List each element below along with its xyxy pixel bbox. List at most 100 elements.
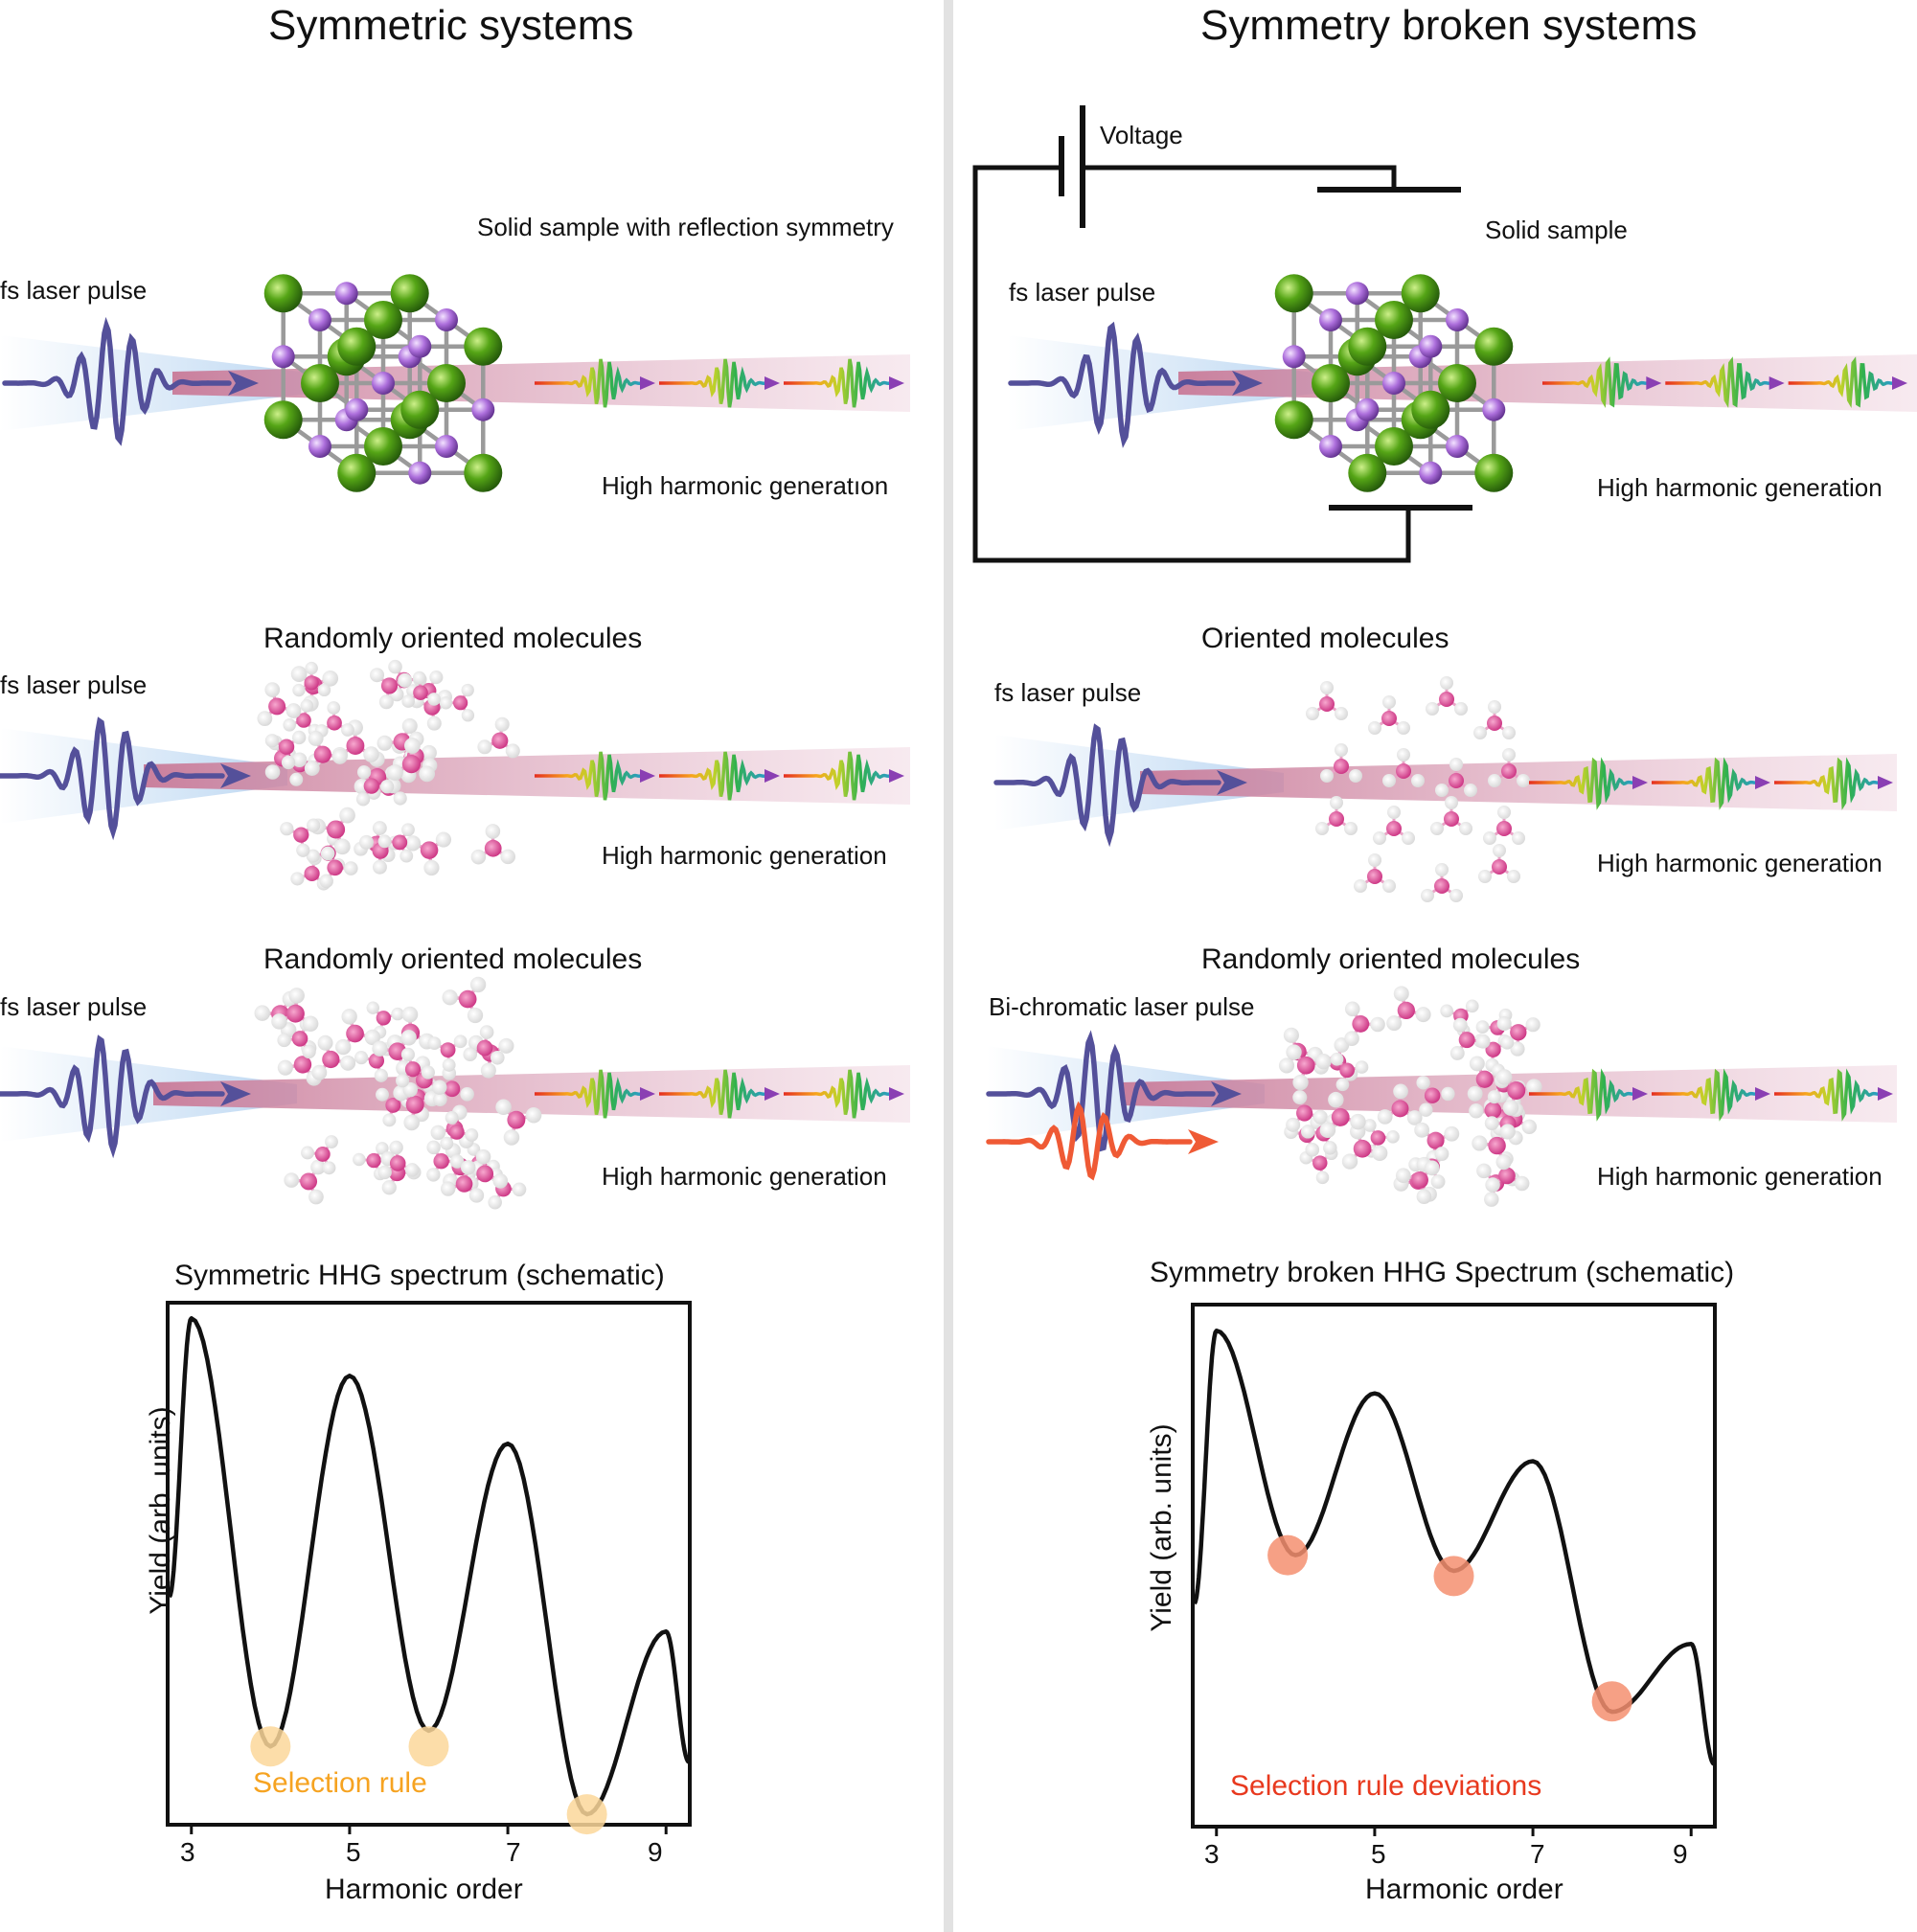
molecule xyxy=(401,671,441,708)
pulse-arrowhead xyxy=(220,763,251,788)
circuit-wire xyxy=(972,165,1411,563)
hydrogen-atom xyxy=(1397,721,1410,735)
hydrogen-atom xyxy=(468,1188,485,1203)
hydrogen-atom xyxy=(440,1136,454,1150)
green-atom xyxy=(1401,274,1440,313)
molecule xyxy=(264,730,307,770)
hydrogen-atom xyxy=(372,859,387,875)
molecule xyxy=(1395,1160,1440,1205)
right-row3-caption: Randomly oriented molecules xyxy=(1201,943,1581,975)
molecule-center-atom xyxy=(1496,821,1512,836)
left-row2-pulse xyxy=(0,716,251,841)
selection-marker xyxy=(250,1726,291,1767)
molecule-center-atom xyxy=(1352,1015,1370,1033)
hydrogen-atom xyxy=(1306,707,1319,720)
green-atom xyxy=(1375,301,1413,339)
oriented-molecule xyxy=(1306,681,1348,720)
left-row2-scene xyxy=(0,659,910,891)
hydrogen-atom xyxy=(302,1015,319,1033)
molecule-center-atom xyxy=(286,1004,305,1023)
molecule-center-atom xyxy=(368,1053,385,1069)
harmonic-wave xyxy=(784,751,893,801)
plot-frame xyxy=(166,1301,692,1827)
hydrogen-atom xyxy=(1355,1060,1369,1074)
green-atom xyxy=(337,453,377,492)
hydrogen-atom xyxy=(1344,1031,1359,1046)
hydrogen-atom xyxy=(1469,1056,1485,1072)
molecule xyxy=(1330,1052,1369,1092)
hydrogen-atom xyxy=(1395,1168,1411,1184)
molecule-center-atom xyxy=(1487,716,1502,731)
harmonic-wave xyxy=(535,358,644,408)
molecule-center-atom xyxy=(1331,1107,1350,1126)
purple-atom xyxy=(435,308,458,331)
harmonic-arrowhead xyxy=(1632,1087,1648,1101)
molecule xyxy=(277,1017,316,1059)
molecule xyxy=(257,682,302,727)
green-atom xyxy=(464,453,503,492)
hydrogen-atom xyxy=(401,694,416,708)
left-tick-label: 9 xyxy=(648,1837,663,1867)
hydrogen-atom xyxy=(277,1033,291,1048)
hydrogen-atom xyxy=(308,1189,324,1205)
harmonic-arrowhead xyxy=(1646,376,1662,390)
molecule xyxy=(377,1140,420,1180)
oriented-molecule xyxy=(1473,700,1516,739)
hydrogen-atom xyxy=(292,683,306,697)
right-column-title: Symmetry broken systems xyxy=(1200,2,1698,49)
harmonic-arrowhead xyxy=(640,769,655,783)
right-row3-harmonics xyxy=(1529,1068,1893,1122)
hydrogen-atom xyxy=(381,1180,397,1195)
molecule-center-atom xyxy=(1434,878,1449,894)
molecule xyxy=(387,738,436,783)
hydrogen-atom xyxy=(1440,1004,1453,1018)
hydrogen-atom xyxy=(427,1036,442,1051)
molecule-center-atom xyxy=(1296,1056,1315,1075)
hydrogen-atom xyxy=(257,711,273,727)
oriented-molecule xyxy=(1478,844,1520,883)
hydrogen-atom xyxy=(1467,1085,1483,1102)
purple-atom xyxy=(1382,372,1405,395)
molecule-center-atom xyxy=(1312,1155,1328,1171)
hydrogen-atom xyxy=(485,824,501,839)
molecule xyxy=(1344,1001,1385,1046)
hydrogen-atom xyxy=(412,671,426,685)
molecule-center-atom xyxy=(1319,696,1335,712)
hydrogen-atom xyxy=(363,746,379,762)
molecule-center-atom xyxy=(291,1031,308,1047)
hydrogen-atom xyxy=(1386,1130,1400,1144)
molecule xyxy=(488,1168,527,1210)
hydrogen-atom xyxy=(1386,1015,1403,1032)
oriented-molecule xyxy=(1435,758,1477,797)
green-atom xyxy=(301,364,339,402)
molecule-center-atom xyxy=(1439,692,1454,707)
hydrogen-atom xyxy=(1510,1041,1525,1057)
right-tick-label: 7 xyxy=(1530,1839,1545,1869)
harmonic-wave xyxy=(659,751,768,801)
hydrogen-atom xyxy=(1363,1119,1377,1132)
hydrogen-atom xyxy=(400,1047,415,1061)
molecule-center-atom xyxy=(476,1039,493,1057)
molecule-center-atom xyxy=(1475,1070,1494,1088)
hydrogen-atom xyxy=(344,861,358,875)
hydrogen-atom xyxy=(1382,774,1396,787)
hydrogen-atom xyxy=(319,874,333,889)
green-atom xyxy=(1438,364,1476,402)
hydrogen-atom xyxy=(505,743,520,759)
hydrogen-atom xyxy=(1320,769,1334,783)
hydrogen-atom xyxy=(1465,999,1479,1013)
left-tick-label: 5 xyxy=(346,1837,361,1867)
hydrogen-atom xyxy=(1278,1057,1295,1074)
oriented-molecule xyxy=(1483,806,1525,845)
hydrogen-atom xyxy=(341,1009,357,1025)
green-atom xyxy=(427,364,466,402)
hydrogen-atom xyxy=(1430,1174,1446,1190)
right-row1-scene xyxy=(1008,274,1917,492)
molecule-center-atom xyxy=(1485,1041,1501,1057)
hydrogen-atom xyxy=(453,1034,468,1049)
hydrogen-atom xyxy=(1350,1113,1366,1130)
purple-atom xyxy=(471,398,495,421)
left-column-title: Symmetric systems xyxy=(268,2,634,49)
hydrogen-atom xyxy=(404,835,422,852)
right-row3-output-label: High harmonic generation xyxy=(1597,1162,1883,1191)
